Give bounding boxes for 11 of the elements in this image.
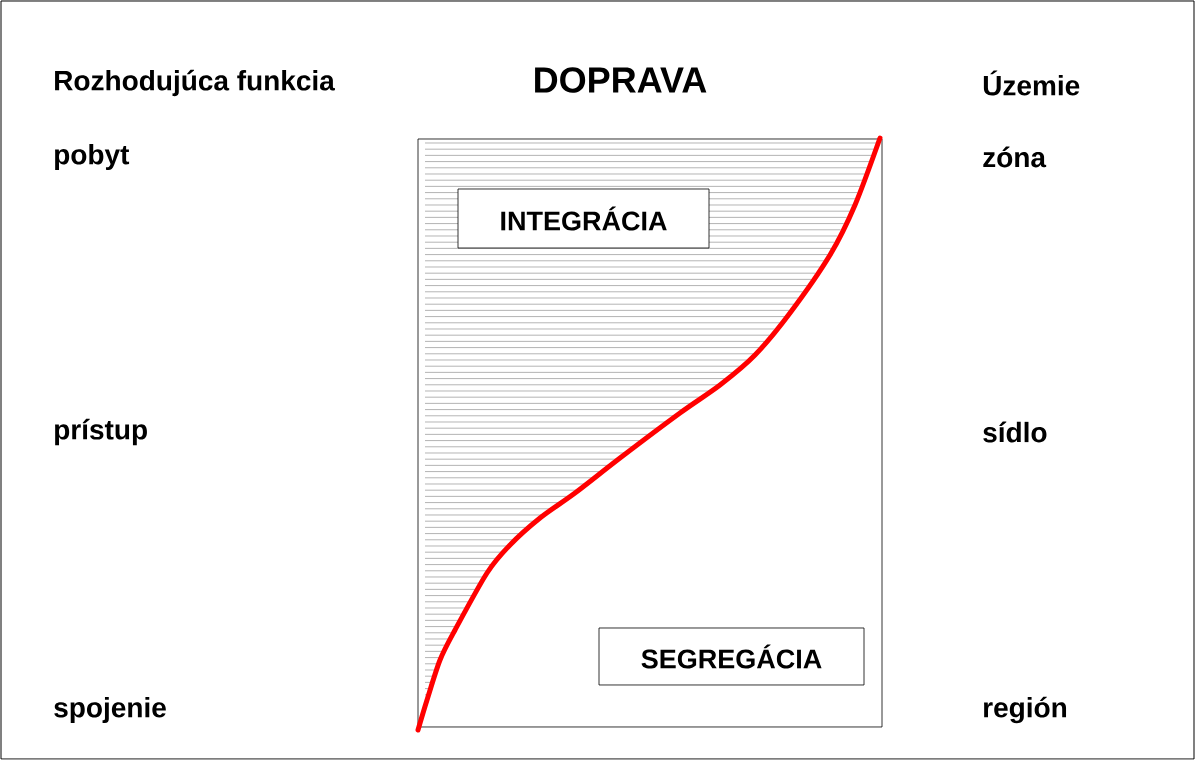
row-label: región bbox=[984, 696, 1067, 724]
row-label: Územie bbox=[983, 70, 1080, 96]
row-label: pobyt bbox=[55, 143, 130, 171]
label-box: INTEGRÁCIA bbox=[457, 188, 710, 249]
row-label: zóna bbox=[983, 146, 1047, 168]
row-label: prístup bbox=[55, 418, 147, 446]
title: DOPRAVA bbox=[535, 67, 707, 93]
row-label: sídlo bbox=[983, 421, 1047, 443]
row-label: spojenie bbox=[54, 696, 166, 724]
row-label: Rozhodujúca funkcia bbox=[55, 69, 335, 97]
label-box: SEGREGÁCIA bbox=[598, 627, 865, 686]
